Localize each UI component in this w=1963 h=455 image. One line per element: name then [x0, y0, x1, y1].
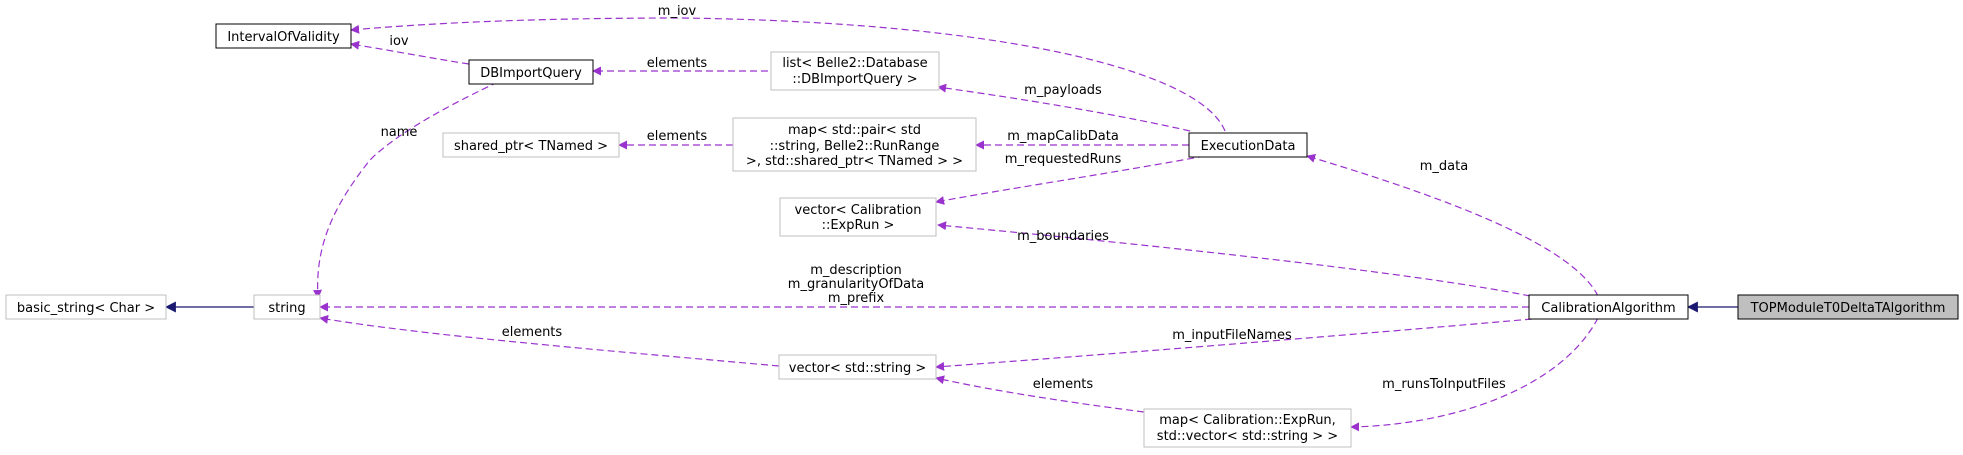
edge-m-iov: [350, 17, 1226, 132]
label-m-iov: m_iov: [658, 4, 697, 19]
node-basic-string[interactable]: basic_string< Char >: [5, 294, 167, 320]
node-label-line-1: list< Belle2::Database: [782, 56, 927, 71]
label-m-mapcalibdata: m_mapCalibData: [1007, 129, 1119, 144]
node-shared-ptr-tnamed[interactable]: shared_ptr< TNamed >: [442, 132, 620, 158]
node-label: DBImportQuery: [480, 66, 582, 81]
node-label: CalibrationAlgorithm: [1541, 301, 1675, 316]
edge-labels: m_iov iov elements m_payloads name eleme…: [381, 4, 1506, 392]
node-interval-of-validity[interactable]: IntervalOfValidity: [215, 23, 352, 49]
node-vector-string[interactable]: vector< std::string >: [778, 354, 937, 380]
label-m-inputfilenames: m_inputFileNames: [1172, 328, 1292, 343]
node-calibration-algorithm[interactable]: CalibrationAlgorithm: [1528, 294, 1689, 320]
node-label-line-2: std::vector< std::string > >: [1157, 429, 1338, 444]
node-map-run-range[interactable]: map< std::pair< std ::string, Belle2::Ru…: [732, 117, 977, 172]
node-label-line-1: map< Calibration::ExpRun,: [1159, 413, 1336, 428]
label-m-boundaries: m_boundaries: [1017, 229, 1109, 244]
node-list-db-import-query[interactable]: list< Belle2::Database ::DBImportQuery >: [770, 51, 940, 91]
edge-name: [313, 81, 499, 299]
edge-m-data: [1306, 154, 1599, 297]
node-label: basic_string< Char >: [17, 301, 155, 316]
label-m-granularityofdata: m_granularityOfData: [788, 277, 924, 292]
node-execution-data[interactable]: ExecutionData: [1188, 132, 1308, 158]
edge-elements-vector: [935, 375, 1145, 413]
node-string[interactable]: string: [253, 294, 321, 320]
node-label: shared_ptr< TNamed >: [454, 139, 608, 154]
node-label-line-2: ::DBImportQuery >: [792, 72, 917, 87]
node-top-module-t0-delta-t-algorithm[interactable]: TOPModuleT0DeltaTAlgorithm: [1737, 294, 1959, 320]
node-vector-exprun[interactable]: vector< Calibration ::ExpRun >: [779, 197, 937, 237]
edges: [164, 17, 1738, 432]
node-label-line-1: map< std::pair< std: [788, 123, 921, 138]
node-db-import-query[interactable]: DBImportQuery: [468, 59, 594, 85]
node-label: IntervalOfValidity: [227, 30, 340, 45]
node-label: ExecutionData: [1201, 139, 1296, 154]
label-iov: iov: [389, 34, 409, 49]
edge-m-payloads: [937, 83, 1191, 132]
label-elements-vector: elements: [1033, 377, 1094, 392]
edge-iov: [350, 40, 470, 65]
node-label-line-2: ::string, Belle2::RunRange: [770, 139, 940, 154]
label-m-runstoinputfiles: m_runsToInputFiles: [1382, 377, 1506, 392]
node-label: vector< std::string >: [789, 361, 926, 376]
label-m-prefix: m_prefix: [828, 291, 885, 306]
edge-m-runstoinputfiles: [1350, 317, 1599, 432]
label-elements-list: elements: [647, 56, 708, 71]
node-label-line-2: ::ExpRun >: [822, 218, 895, 233]
node-label: string: [268, 301, 305, 316]
label-m-payloads: m_payloads: [1024, 83, 1102, 98]
node-map-exprun-vector[interactable]: map< Calibration::ExpRun, std::vector< s…: [1143, 408, 1352, 448]
edge-m-boundaries: [937, 221, 1531, 297]
edge-m-inputfilenames: [935, 318, 1533, 371]
label-elements-shared: elements: [647, 129, 708, 144]
label-m-data: m_data: [1420, 159, 1468, 174]
label-m-description: m_description: [810, 263, 901, 278]
node-label-line-1: vector< Calibration: [795, 203, 922, 218]
label-name: name: [381, 125, 418, 140]
node-label-line-3: >, std::shared_ptr< TNamed > >: [746, 154, 963, 169]
label-elements-string: elements: [502, 325, 563, 340]
label-m-requestedruns: m_requestedRuns: [1005, 152, 1122, 167]
edge-m-requestedruns: [935, 155, 1206, 205]
node-label: TOPModuleT0DeltaTAlgorithm: [1750, 301, 1946, 316]
